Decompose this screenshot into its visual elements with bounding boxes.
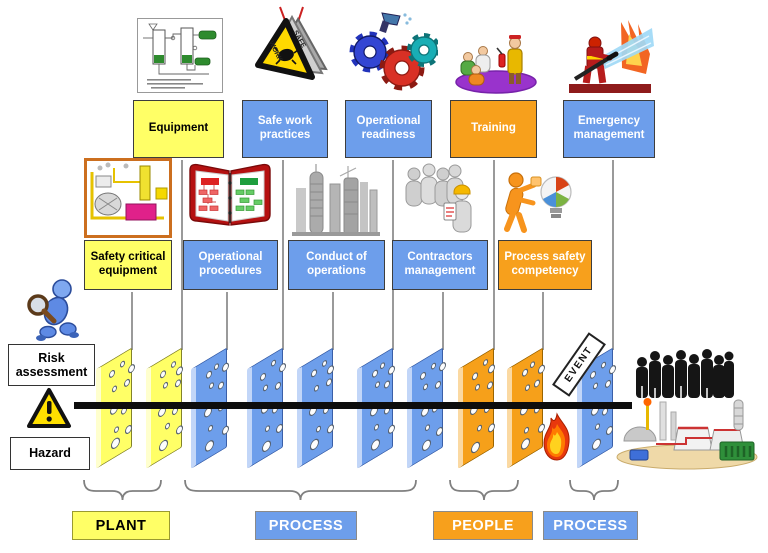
label-contractors-management: Contractors management [392, 240, 488, 290]
training-scene-icon [455, 35, 537, 94]
label-emergency-management: Emergency management [563, 100, 655, 158]
hazard-warning-image [26, 386, 72, 430]
group-people: PEOPLE [433, 511, 533, 540]
risk-inspector-image [22, 276, 84, 342]
brace-plant [82, 477, 163, 503]
label-training-text: Training [471, 122, 516, 135]
connector-process-safety-competency [542, 292, 544, 350]
warning-triangle-icon [27, 388, 71, 428]
group-people-text: PEOPLE [452, 517, 514, 534]
label-emergency-management-text: Emergency management [573, 115, 645, 141]
label-safety-critical-equipment-text: Safety critical equipment [90, 251, 166, 277]
label-training: Training [450, 100, 537, 158]
group-process-2-text: PROCESS [553, 517, 628, 534]
barrier-slice-7-blue [403, 345, 447, 477]
label-contractors-management-text: Contractors management [404, 251, 476, 277]
barrier-slice-6-blue [353, 345, 397, 477]
connector-emergency-management [612, 160, 614, 350]
label-safety-critical-equipment: Safety critical equipment [84, 240, 172, 290]
gears-icon [349, 12, 438, 91]
risk-assessment-text: Risk assessment [15, 350, 88, 379]
crowd-silhouette-icon [636, 349, 734, 398]
risk-assessment-box: Risk assessment [8, 344, 95, 386]
refinery-icon [292, 164, 380, 236]
connector-safe-work-practices [282, 160, 284, 350]
connector-safety-critical-equipment [131, 292, 133, 350]
label-conduct-of-operations-text: Conduct of operations [306, 251, 367, 277]
plant-schematic-image [84, 158, 172, 238]
barrier-slice-2-yellow [142, 345, 186, 477]
refinery-image [290, 162, 382, 238]
process-flow-diagram-image [137, 18, 223, 93]
hazard-text: Hazard [29, 446, 71, 461]
crowd-image [632, 346, 734, 398]
fire-image [540, 412, 574, 462]
barrier-slice-5-blue [293, 345, 337, 477]
magnifier-person-icon [27, 279, 79, 341]
barrier-slice-3-blue [187, 345, 231, 477]
label-conduct-of-operations: Conduct of operations [288, 240, 385, 290]
firefighter-icon [569, 20, 654, 93]
process-flow-diagram-icon [137, 18, 223, 93]
label-process-safety-competency-text: Process safety competency [504, 251, 586, 277]
label-operational-readiness-text: Operational readiness [356, 115, 421, 141]
group-plant-text: PLANT [95, 517, 147, 534]
training-scene-image [452, 24, 538, 96]
gears-image [342, 8, 438, 94]
brace-process-1 [183, 477, 418, 503]
group-process-1-text: PROCESS [268, 517, 344, 534]
connector-operational-procedures [226, 292, 228, 350]
procedures-book-icon [189, 163, 271, 226]
label-operational-procedures: Operational procedures [183, 240, 278, 290]
barrier-slice-8-orange [454, 345, 498, 477]
label-process-safety-competency: Process safety competency [498, 240, 592, 290]
label-equipment: Equipment [133, 100, 224, 158]
firefighter-image [565, 12, 655, 96]
connector-contractors-management [442, 292, 444, 350]
fire-icon [543, 412, 570, 461]
connector-conduct-of-operations [332, 292, 334, 350]
barrier-slice-4-blue [243, 345, 287, 477]
label-equipment-text: Equipment [148, 122, 209, 135]
brace-process-2 [568, 477, 620, 503]
work-safe-signs-image: WORK SAFE [250, 5, 330, 97]
group-plant: PLANT [72, 511, 170, 540]
barrier-slice-1-yellow [92, 345, 136, 477]
work-safe-triangle-icon: WORK SAFE [255, 6, 328, 80]
competency-bulb-image [500, 162, 580, 240]
contractor-team-image [398, 162, 482, 240]
connector-training [493, 160, 495, 350]
label-operational-readiness: Operational readiness [345, 100, 432, 158]
brace-people [448, 477, 520, 503]
label-safe-work-practices: Safe work practices [242, 100, 328, 158]
group-process-1: PROCESS [255, 511, 357, 540]
hazard-box: Hazard [10, 437, 90, 470]
industrial-plant-icon [616, 398, 758, 470]
procedures-book-image [182, 158, 278, 236]
connector-equipment [181, 160, 183, 350]
competency-bulb-icon [504, 172, 572, 233]
group-process-2: PROCESS [543, 511, 638, 540]
hazard-event-line [74, 402, 632, 409]
contractor-team-icon [405, 163, 472, 233]
label-operational-procedures-text: Operational procedures [198, 251, 263, 277]
label-safe-work-practices-text: Safe work practices [257, 115, 313, 141]
plant-illustration-image [616, 394, 758, 470]
plant-schematic-icon [84, 158, 172, 238]
